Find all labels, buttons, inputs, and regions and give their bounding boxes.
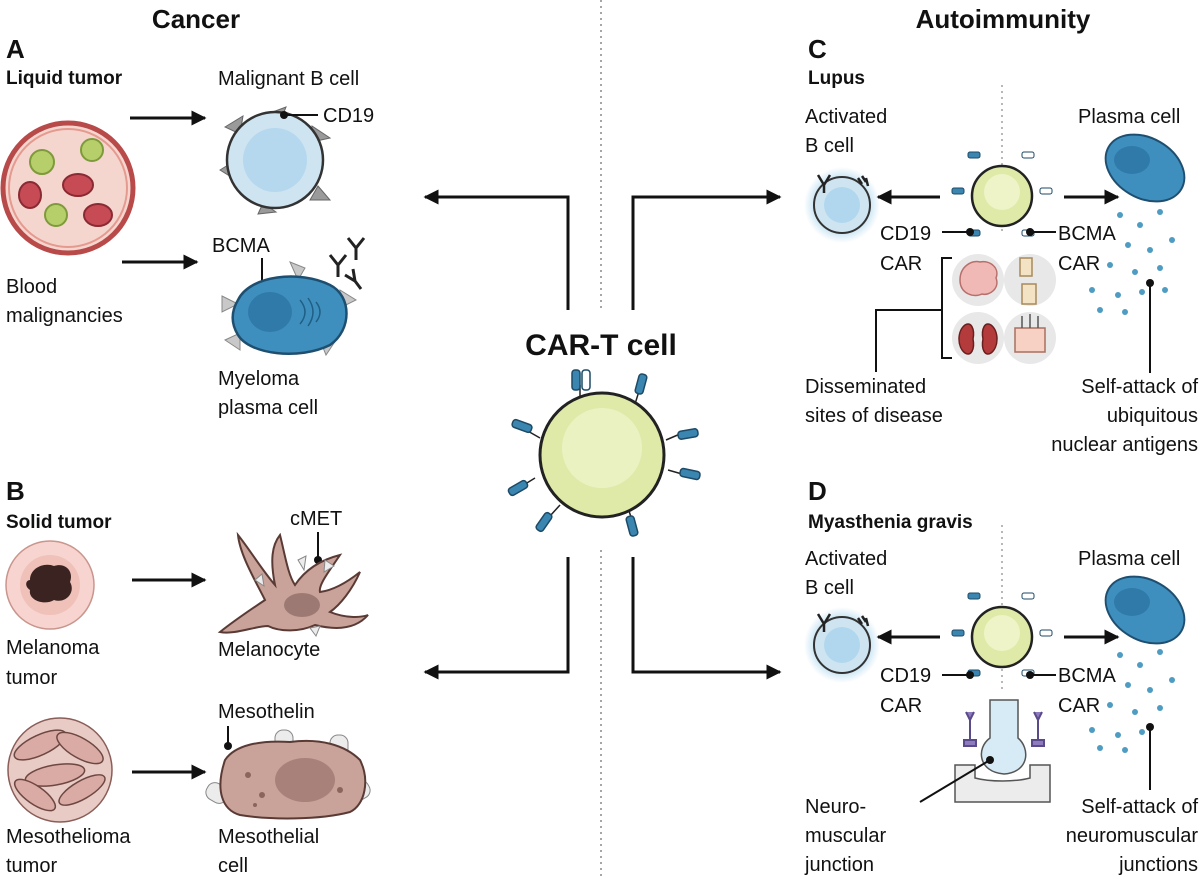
mesothelioma-label-2: tumor xyxy=(6,855,57,877)
disseminated-label-2: sites of disease xyxy=(805,405,943,427)
mesothelin-dot xyxy=(224,742,232,750)
antibody-icons xyxy=(328,237,366,290)
mesothelioma-label-1: Mesothelioma xyxy=(6,826,131,848)
melanoma-label-1: Melanoma xyxy=(6,637,100,659)
solid-tumor-title: Solid tumor xyxy=(6,512,112,533)
nmj-label-1: Neuro- xyxy=(805,796,866,818)
brain-icon xyxy=(959,260,998,297)
arrow-center-to-b xyxy=(423,557,570,680)
melanocyte-label: Melanocyte xyxy=(218,639,320,661)
skin-icon xyxy=(1014,327,1046,353)
c-self-attack-dot xyxy=(1146,279,1154,287)
myasthenia-title: Myasthenia gravis xyxy=(808,512,973,533)
nmj-pointer xyxy=(919,759,991,803)
blood-malignancies-label-2: malignancies xyxy=(6,305,123,327)
d-activated-b-label-2: B cell xyxy=(805,577,854,599)
mesothelin-label: Mesothelin xyxy=(218,701,315,723)
disseminated-label-1: Disseminated xyxy=(805,376,926,398)
d-bcma-label-2: CAR xyxy=(1058,695,1100,717)
car-t-cell-icon xyxy=(507,369,701,537)
car-t-cell-label: CAR-T cell xyxy=(525,329,677,362)
organ-icons xyxy=(952,254,1056,364)
d-cd19-label-1: CD19 xyxy=(880,665,931,687)
mesothelial-cell-icon xyxy=(205,729,371,820)
kidney-icon xyxy=(958,323,998,355)
d-self-attack-dot xyxy=(1146,723,1154,731)
nmj-dot xyxy=(986,756,994,764)
cd19-dot xyxy=(280,111,288,119)
d-car-t-cell-icon xyxy=(951,592,1053,677)
joint-icon xyxy=(1019,257,1037,305)
lupus-title: Lupus xyxy=(808,68,865,89)
mesothelial-label-2: cell xyxy=(218,855,248,877)
blood-vessel-icon xyxy=(0,120,136,256)
c-activated-b-cell-icon xyxy=(804,167,880,243)
d-self-attack-label-3: junctions xyxy=(1118,854,1198,876)
melanoma-label-2: tumor xyxy=(6,667,57,689)
c-cd19-label-2: CAR xyxy=(880,253,922,275)
melanoma-tumor-icon xyxy=(5,540,95,630)
panel-c-letter: C xyxy=(808,34,827,64)
mesothelioma-tumor-icon xyxy=(7,717,113,823)
melanocyte-icon xyxy=(217,531,369,638)
c-cd19-dot xyxy=(966,228,974,236)
bcma-label: BCMA xyxy=(212,235,270,257)
nmj-label-3: junction xyxy=(804,854,874,876)
c-bcma-label-2: CAR xyxy=(1058,253,1100,275)
myeloma-label-2: plasma cell xyxy=(218,397,318,419)
c-self-attack-label-3: nuclear antigens xyxy=(1051,434,1198,456)
d-self-attack-label-2: neuromuscular xyxy=(1066,825,1199,847)
d-antibody-cloud xyxy=(1089,649,1175,753)
panel-b-letter: B xyxy=(6,476,25,506)
c-bcma-label-1: BCMA xyxy=(1058,223,1116,245)
liquid-tumor-title: Liquid tumor xyxy=(6,68,123,89)
autoimmunity-title: Autoimmunity xyxy=(916,4,1091,34)
c-self-attack-label-2: ubiquitous xyxy=(1107,405,1198,427)
malignant-b-cell-icon xyxy=(219,106,332,215)
c-antibody-cloud xyxy=(1089,209,1175,315)
c-activated-b-label-2: B cell xyxy=(805,135,854,157)
d-activated-b-cell-icon xyxy=(804,607,880,683)
disseminated-bracket xyxy=(875,257,952,372)
c-self-attack-label-1: Self-attack of xyxy=(1081,376,1198,398)
d-cd19-dot xyxy=(966,671,974,679)
arrow-center-to-c xyxy=(631,189,782,310)
c-plasma-cell-icon xyxy=(1104,133,1186,203)
d-bcma-label-1: BCMA xyxy=(1058,665,1116,687)
c-activated-b-label-1: Activated xyxy=(805,106,887,128)
cmet-label: cMET xyxy=(290,508,342,530)
c-cd19-label-1: CD19 xyxy=(880,223,931,245)
mesothelial-label-1: Mesothelial xyxy=(218,826,319,848)
malignant-b-cell-label: Malignant B cell xyxy=(218,68,359,90)
d-activated-b-label-1: Activated xyxy=(805,548,887,570)
d-self-attack-label-1: Self-attack of xyxy=(1081,796,1198,818)
neuromuscular-junction-icon xyxy=(954,699,1051,803)
panel-d-letter: D xyxy=(808,476,827,506)
myeloma-plasma-cell-icon xyxy=(221,261,358,357)
arrow-center-to-a xyxy=(423,189,570,310)
d-bcma-dot xyxy=(1026,671,1034,679)
blood-malignancies-label-1: Blood xyxy=(6,276,57,298)
panel-a-letter: A xyxy=(6,34,25,64)
d-plasma-cell-icon xyxy=(1104,575,1186,645)
nmj-label-2: muscular xyxy=(805,825,886,847)
d-plasma-cell-label: Plasma cell xyxy=(1078,548,1180,570)
d-cd19-label-2: CAR xyxy=(880,695,922,717)
cancer-title: Cancer xyxy=(152,4,240,34)
myeloma-label-1: Myeloma xyxy=(218,368,300,390)
arrow-center-to-d xyxy=(631,557,782,680)
c-plasma-cell-label: Plasma cell xyxy=(1078,106,1180,128)
c-bcma-dot xyxy=(1026,228,1034,236)
cd19-label: CD19 xyxy=(323,105,374,127)
